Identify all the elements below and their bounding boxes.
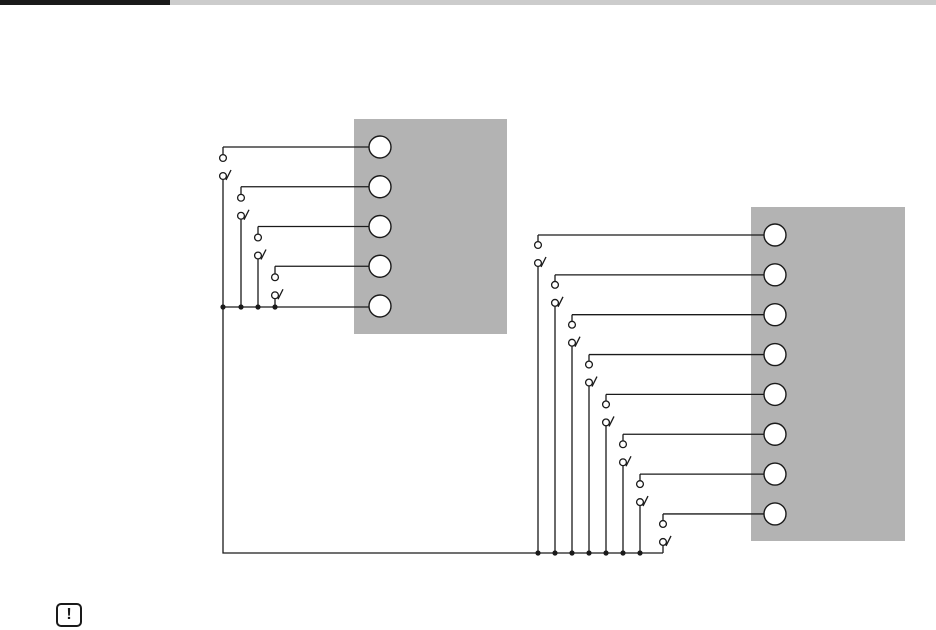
right-switch: [535, 242, 546, 267]
right-terminal: [764, 383, 786, 405]
right-terminal: [764, 503, 786, 525]
notice-glyph: !: [66, 607, 71, 623]
right-terminal: [764, 264, 786, 286]
right-junction-dot: [620, 550, 625, 555]
right-terminal: [764, 224, 786, 246]
left-terminal: [369, 255, 391, 277]
right-switch: [552, 281, 563, 306]
left-terminal: [369, 295, 391, 317]
left-switch: [255, 234, 266, 259]
right-junction-dot: [603, 550, 608, 555]
left-junction-dot: [272, 304, 277, 309]
left-switch: [272, 274, 283, 299]
wiring-diagram: [0, 0, 936, 600]
right-junction-dot: [535, 550, 540, 555]
left-switch: [220, 155, 231, 180]
right-switch: [620, 441, 631, 466]
left-terminal: [369, 136, 391, 158]
right-device-block: [751, 207, 905, 541]
right-terminal: [764, 463, 786, 485]
left-terminal: [369, 176, 391, 198]
right-switch: [569, 321, 580, 346]
right-terminal: [764, 304, 786, 326]
left-switch: [238, 194, 249, 219]
right-switch: [637, 481, 648, 506]
left-junction-dot: [220, 304, 225, 309]
exclamation-notice-icon: !: [56, 603, 82, 627]
right-switch: [660, 521, 671, 546]
right-junction-dot: [637, 550, 642, 555]
right-junction-dot: [552, 550, 557, 555]
left-terminal: [369, 216, 391, 238]
right-switch: [603, 401, 614, 426]
right-terminal: [764, 423, 786, 445]
left-junction-dot: [255, 304, 260, 309]
right-terminal: [764, 344, 786, 366]
junction-layer: [220, 304, 642, 555]
right-switch: [586, 361, 597, 386]
right-junction-dot: [586, 550, 591, 555]
shared-common-return: [223, 307, 663, 553]
right-junction-dot: [569, 550, 574, 555]
left-junction-dot: [238, 304, 243, 309]
